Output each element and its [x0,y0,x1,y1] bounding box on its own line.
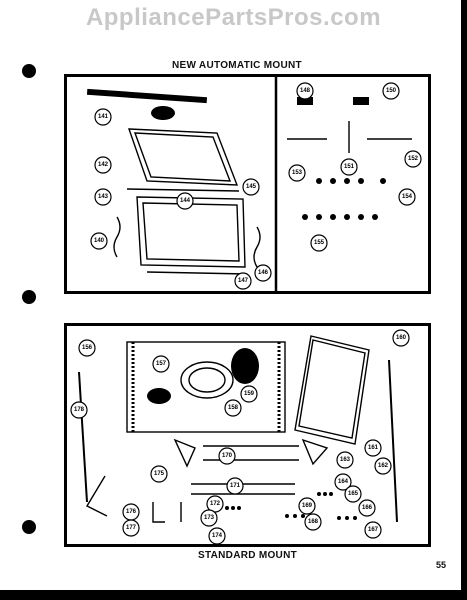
callout-165: 165 [344,485,362,503]
callout-166: 166 [358,499,376,517]
svg-text:164: 164 [338,479,349,485]
callout-140: 140 [90,232,108,250]
svg-text:143: 143 [98,194,109,200]
svg-text:142: 142 [98,162,109,168]
callout-170: 170 [218,447,236,465]
callout-163: 163 [336,451,354,469]
svg-text:158: 158 [228,405,239,411]
svg-text:176: 176 [126,509,137,515]
callout-161: 161 [364,439,382,457]
callout-155: 155 [310,234,328,252]
svg-text:162: 162 [378,463,389,469]
automatic-mount-illustration: 141 142 143 144 145 140 146 147 148 150 … [86,77,422,291]
svg-text:169: 169 [302,503,313,509]
svg-text:159: 159 [244,391,255,397]
page-number: 55 [436,560,447,570]
callout-173: 173 [200,509,218,527]
standard-mount-diagram: 156 157 158 159 160 161 162 163 164 165 … [64,323,431,547]
callout-171: 171 [226,477,244,495]
top-diagram-title: NEW AUTOMATIC MOUNT [172,60,302,71]
svg-text:150: 150 [386,88,397,94]
callout-178: 178 [70,401,88,419]
svg-text:166: 166 [362,505,373,511]
callout-148: 148 [296,82,314,100]
svg-text:161: 161 [368,445,379,451]
standard-mount-illustration: 156 157 158 159 160 161 162 163 164 165 … [70,329,410,544]
binder-hole-middle [22,290,36,304]
svg-text:157: 157 [156,361,167,367]
bottom-diagram-title: STANDARD MOUNT [198,550,298,561]
callout-156: 156 [78,339,96,357]
callout-169: 169 [298,497,316,515]
callout-147: 147 [234,272,252,290]
callout-153: 153 [288,164,306,182]
binder-hole-bottom [22,520,36,534]
callout-164: 164 [334,473,352,491]
callout-160: 160 [392,329,410,347]
svg-text:155: 155 [314,240,325,246]
svg-text:172: 172 [210,501,221,507]
svg-text:147: 147 [238,278,249,284]
svg-text:152: 152 [408,156,419,162]
callout-176: 176 [122,503,140,521]
svg-text:160: 160 [396,335,407,341]
svg-text:177: 177 [126,525,137,531]
callout-162: 162 [374,457,392,475]
watermark-text: AppliancePartsPros.com [85,4,382,31]
svg-text:165: 165 [348,491,359,497]
callout-174: 174 [208,527,226,544]
svg-text:153: 153 [292,170,303,176]
callout-151: 151 [340,158,358,176]
svg-text:154: 154 [402,194,413,200]
svg-text:145: 145 [246,184,257,190]
svg-text:156: 156 [82,345,93,351]
callout-141: 141 [94,108,112,126]
svg-text:146: 146 [258,270,269,276]
svg-text:148: 148 [300,88,311,94]
svg-text:144: 144 [180,198,191,204]
callout-157: 157 [152,355,170,373]
callout-152: 152 [404,150,422,168]
svg-text:171: 171 [230,483,241,489]
callout-167: 167 [364,521,382,539]
automatic-mount-diagram: 141 142 143 144 145 140 146 147 148 150 … [64,74,431,294]
callout-143: 143 [94,188,112,206]
callout-142: 142 [94,156,112,174]
svg-text:167: 167 [368,527,379,533]
svg-text:173: 173 [204,515,215,521]
svg-text:178: 178 [74,407,85,413]
svg-text:151: 151 [344,164,355,170]
callout-144: 144 [176,192,194,210]
callout-177: 177 [122,519,140,537]
svg-text:141: 141 [98,114,109,120]
scan-bottom-edge [0,590,467,600]
svg-text:170: 170 [222,453,233,459]
callout-154: 154 [398,188,416,206]
callout-168: 168 [304,513,322,531]
scan-right-edge [461,0,467,600]
callout-146: 146 [254,264,272,282]
binder-hole-top [22,64,36,78]
callout-145: 145 [242,178,260,196]
svg-text:174: 174 [212,533,223,539]
callout-150: 150 [382,82,400,100]
svg-text:140: 140 [94,238,105,244]
svg-text:168: 168 [308,519,319,525]
callout-159: 159 [240,385,258,403]
svg-text:163: 163 [340,457,351,463]
callout-175: 175 [150,465,168,483]
svg-text:175: 175 [154,471,165,477]
callout-158: 158 [224,399,242,417]
